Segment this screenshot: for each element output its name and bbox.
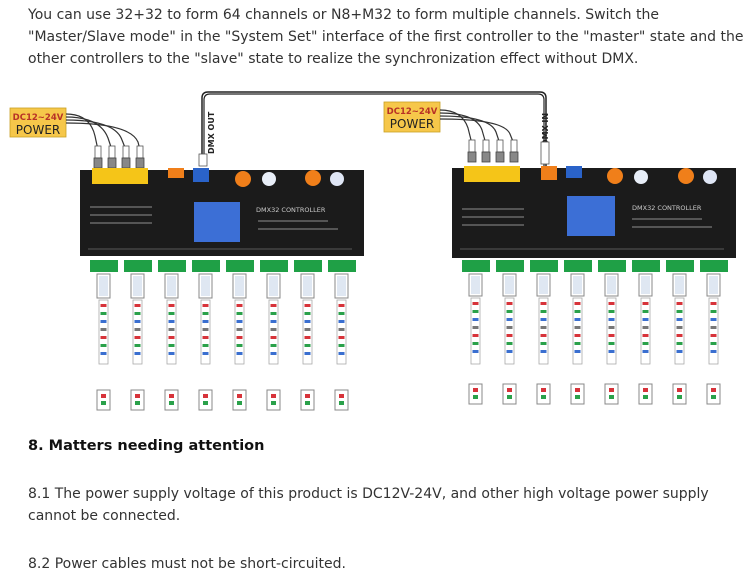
- left-controller-title: DMX32 CONTROLLER: [256, 206, 326, 214]
- dmx-out-label: DMX OUT: [207, 111, 216, 154]
- left-controller: DMX32 CONTROLLER: [80, 168, 364, 256]
- right-power-label: POWER: [390, 117, 434, 131]
- wiring-diagram: DC12~24V POWER DMX OUT DC12~24V POWER DM…: [9, 91, 736, 411]
- right-power-box: DC12~24V POWER: [383, 101, 441, 133]
- section-heading: 8. Matters needing attention: [28, 438, 265, 454]
- left-power-label: POWER: [16, 123, 60, 137]
- intro-paragraph: You can use 32+32 to form 64 channels or…: [28, 7, 744, 67]
- right-controller: DMX32 CONTROLLER: [452, 166, 736, 258]
- dmx-cable: [201, 91, 547, 168]
- left-output-terminals: [90, 260, 356, 272]
- dmx-in-label: DMX-IN: [541, 113, 550, 146]
- attention-item-1: 8.1 The power supply voltage of this pro…: [28, 486, 709, 524]
- left-power-voltage: DC12~24V: [13, 113, 64, 123]
- right-controller-title: DMX32 CONTROLLER: [632, 204, 702, 212]
- right-power-voltage: DC12~24V: [387, 107, 438, 117]
- right-led-strips: [468, 273, 721, 405]
- left-power-box: DC12~24V POWER: [9, 107, 67, 138]
- right-output-terminals: [462, 260, 728, 272]
- attention-item-2: 8.2 Power cables must not be short-circu…: [28, 556, 346, 572]
- left-led-strips: [96, 273, 349, 411]
